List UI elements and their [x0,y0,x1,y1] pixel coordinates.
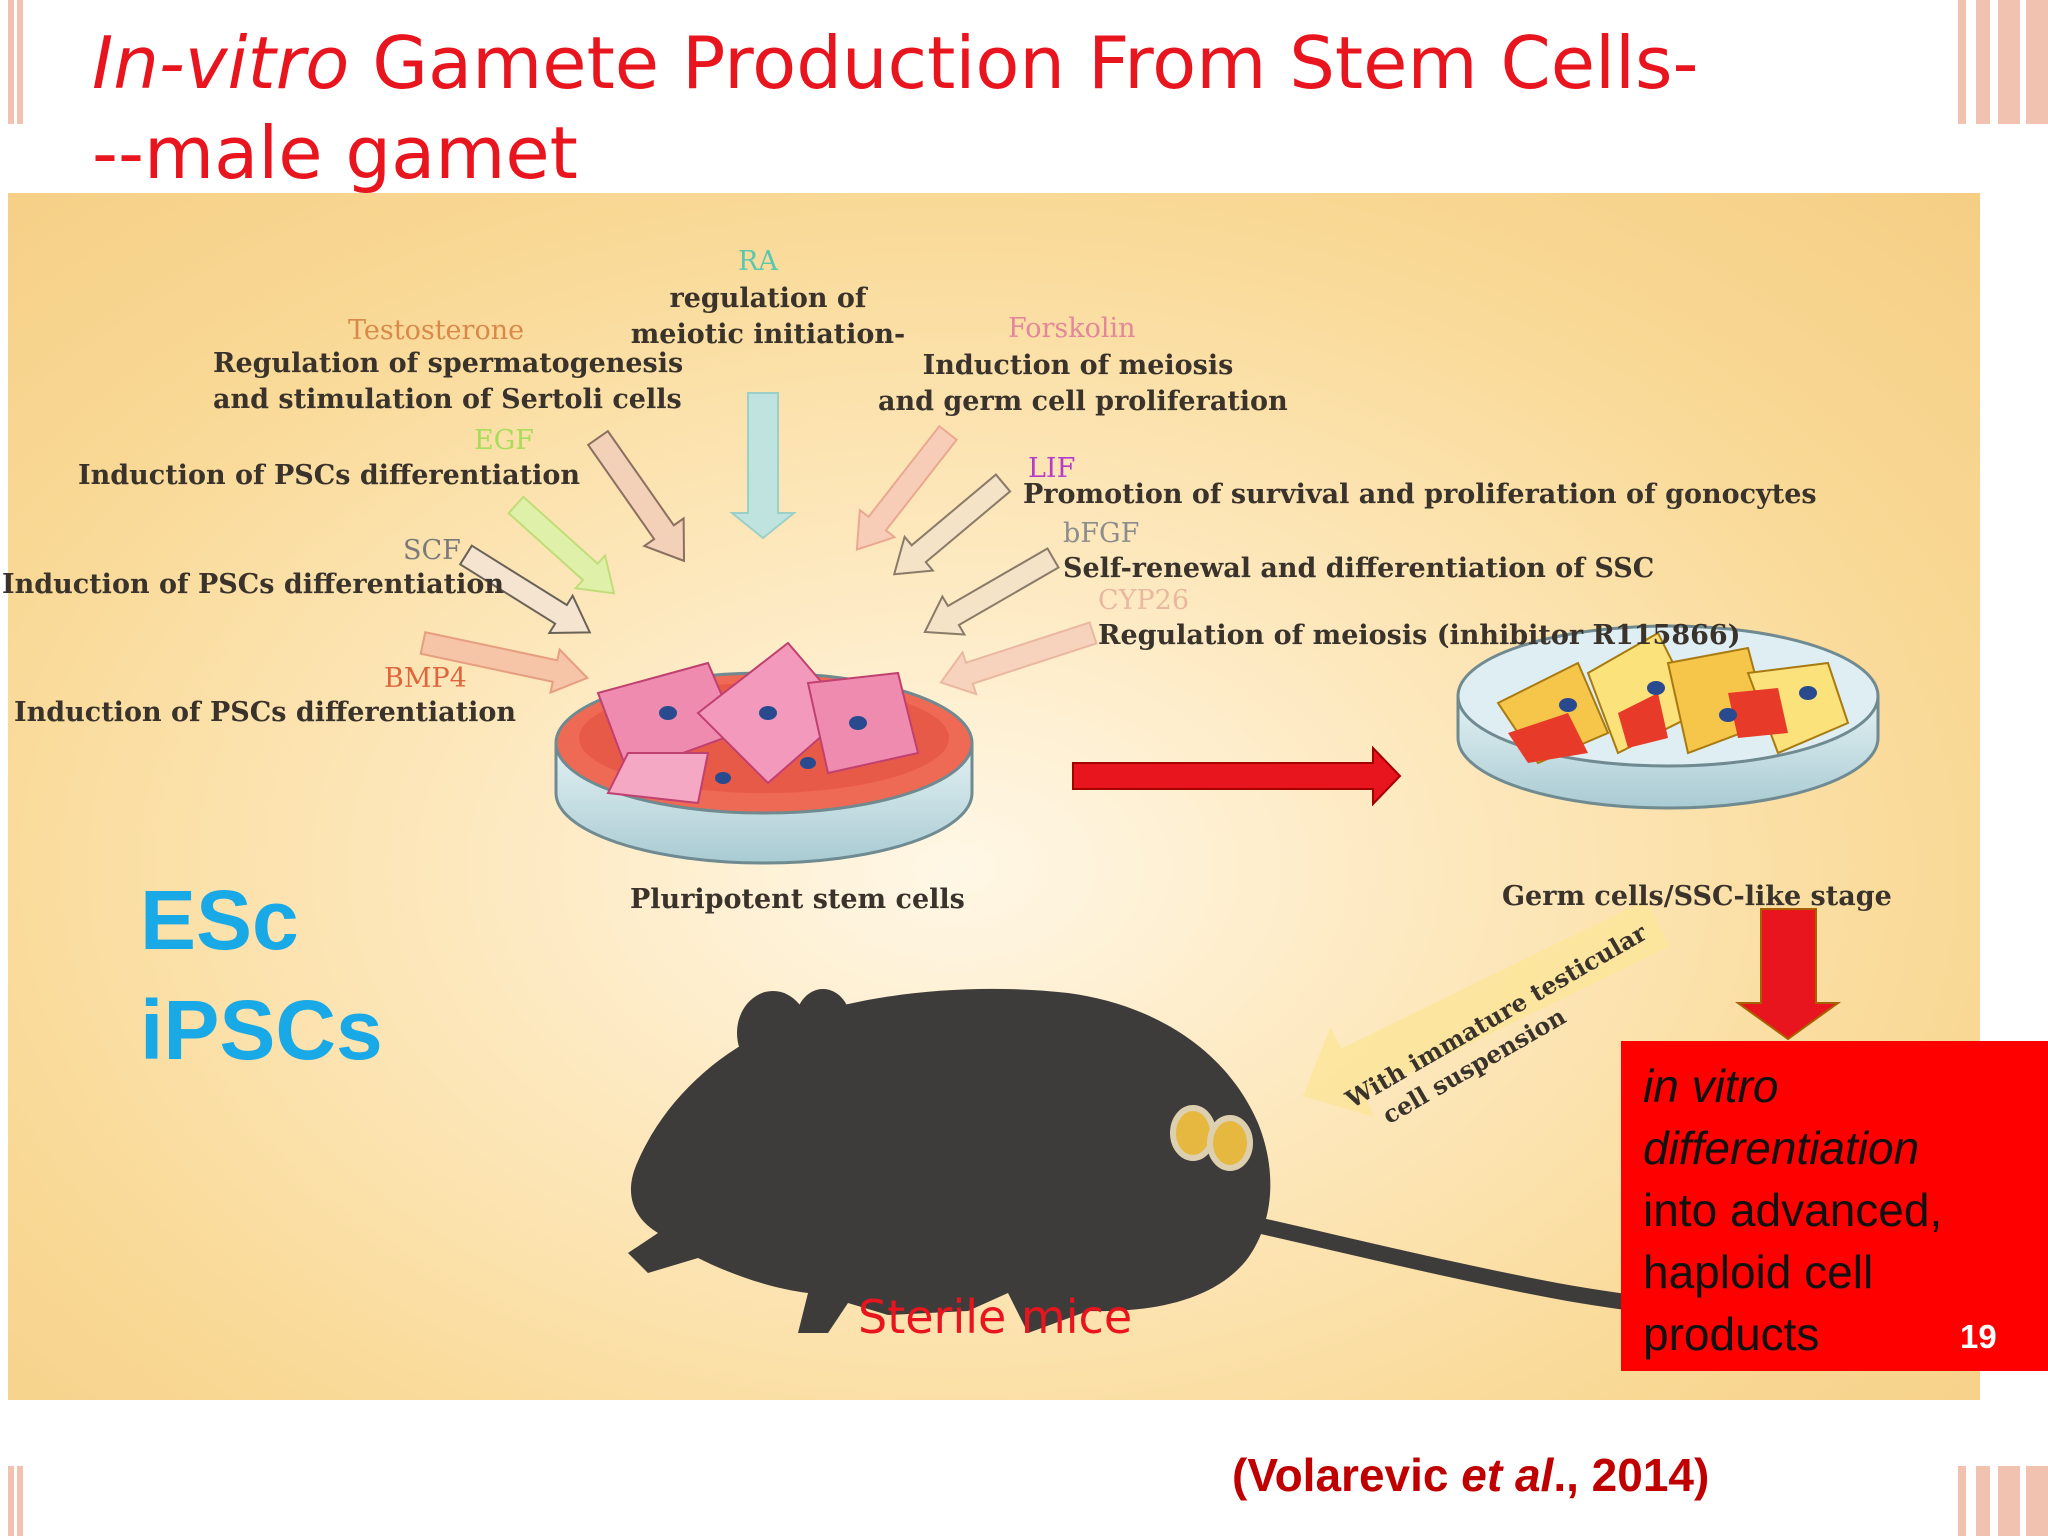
cyp26-description: Regulation of meiosis (inhibitor R115866… [1098,620,1741,651]
bfgf-arrow [923,547,1060,636]
in-vitro-differentiation-box: in vitro differentiation into advanced, … [1621,1041,2048,1371]
sterile-mice-label: Sterile mice [858,1290,1133,1344]
page-number: 19 [1960,1318,1997,1355]
title-line2: --male gamet [92,111,578,195]
bmp4-arrow [419,631,590,695]
ipscs-label: iPSCs [140,983,383,1077]
down-arrow [1734,908,1842,1041]
lif-description: Promotion of survival and proliferation … [1023,479,1817,510]
testosterone-description: Regulation of spermatogenesis and stimul… [213,348,684,415]
ra-arrow [729,392,797,540]
lif-factor-label: LIF [1028,453,1076,484]
scf-arrow [458,544,592,635]
title-line1-rest: Gamete Production From Stem Cells- [349,21,1699,105]
esc-label: ESc [140,873,299,967]
diagram-panel: RA regulation of meiotic initiation- Tes… [2,193,1980,1400]
egf-arrow [507,495,616,595]
cyp26-arrow [939,621,1098,696]
transplant-arrow [1302,899,1670,1117]
bfgf-description: Self-renewal and differentiation of SSC [1063,553,1655,584]
slide-title: In-vitro Gamete Production From Stem Cel… [92,18,1992,198]
testosterone-arrow [586,429,686,563]
box-italic-line1: in vitro [1643,1060,1779,1112]
left-top-bar-decoration [8,0,23,124]
cyp26-factor-label: CYP26 [1098,585,1190,616]
bfgf-factor-label: bFGF [1063,518,1140,549]
germ-cells-label: Germ cells/SSC-like stage [1502,881,1892,912]
pluripotent-stem-cells-label: Pluripotent stem cells [630,884,965,915]
lif-arrow [892,473,1012,576]
ra-description: regulation of meiotic initiation- [630,283,906,350]
pluripotent-stem-cell-dish [554,641,974,865]
citation: (Volarevic et al., 2014) [1232,1449,1710,1501]
scf-factor-label: SCF [403,535,461,566]
right-top-bar-decoration [1958,0,2048,124]
germ-cell-dish [1456,624,1880,810]
right-bottom-bar-decoration [1958,1466,2048,1536]
scf-description: Induction of PSCs differentiation [2,569,504,600]
egf-factor-label: EGF [474,425,535,456]
box-line3: into advanced, [1643,1184,1943,1236]
title-italic-part: In-vitro [92,21,350,105]
forskolin-description: Induction of meiosis and germ cell proli… [878,350,1288,417]
ra-factor-label: RA [738,246,778,277]
forskolin-arrow [855,424,959,552]
box-italic-line2: differentiation [1643,1122,1920,1174]
egf-description: Induction of PSCs differentiation [78,460,580,491]
bmp4-description: Induction of PSCs differentiation [14,697,516,728]
left-bottom-bar-decoration [8,1466,23,1536]
bmp4-factor-label: BMP4 [384,663,467,694]
box-line5: products [1643,1308,1820,1360]
box-line4: haploid cell [1643,1246,1874,1298]
differentiation-arrow [1072,745,1402,807]
forskolin-factor-label: Forskolin [1008,313,1136,344]
diagram-graphics [419,392,1880,1333]
testosterone-factor-label: Testosterone [348,315,525,346]
